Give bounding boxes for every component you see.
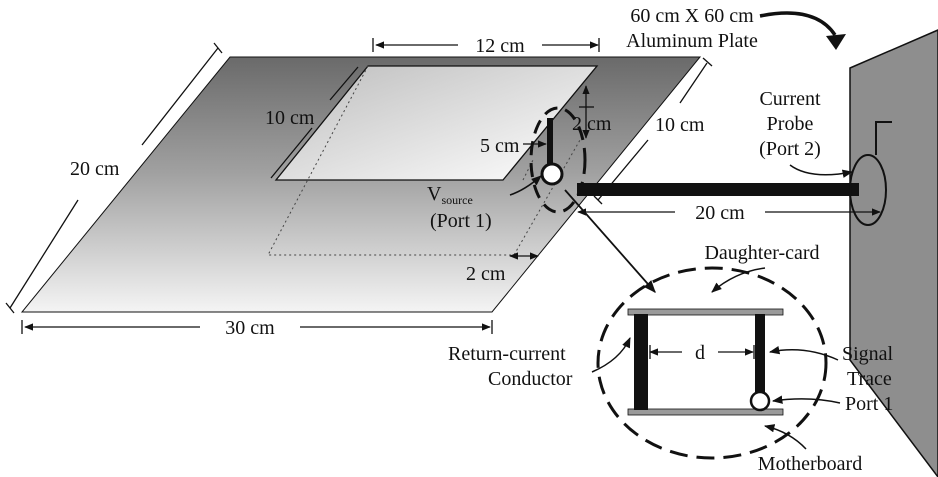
inset-dashed-border — [596, 266, 828, 460]
signal-trace-label-line1: Signal — [842, 343, 894, 365]
port1-label: Port 1 — [845, 393, 893, 415]
dimension-10cm-right-label: 10 cm — [655, 114, 705, 136]
dimension-10cm-right: 10 cm — [593, 57, 713, 205]
source-region-dashed — [529, 106, 587, 214]
dimension-12cm-label: 12 cm — [475, 35, 525, 57]
return-current-pointer — [591, 337, 631, 373]
svg-text:Vsource: Vsource — [427, 183, 473, 207]
dimension-20cm-cable: 20 cm — [577, 202, 881, 224]
inset-detail: d — [596, 266, 828, 460]
inset-separation-label: d — [695, 342, 705, 364]
probe-label-line2: Probe — [767, 113, 814, 135]
dimension-12cm: 12 cm — [372, 35, 600, 57]
source-vertical-trace — [547, 118, 553, 168]
plate-pointer-arrow — [759, 11, 837, 37]
inset-return-conductor — [634, 314, 648, 410]
port1-pointer — [771, 395, 841, 404]
probe-label-line3: (Port 2) — [759, 138, 821, 160]
vsource-port: (Port 1) — [430, 210, 492, 232]
source-port-circle — [540, 162, 564, 186]
probe-pointer-arrow — [789, 164, 854, 178]
probe-label-line1: Current — [759, 88, 821, 110]
dimension-30cm: 30 cm — [21, 317, 493, 339]
dimension-20cm-cable-label: 20 cm — [695, 202, 745, 224]
dimension-30cm-label: 30 cm — [225, 317, 275, 339]
inset-daughter-card-plane — [627, 308, 784, 316]
motherboard-pointer — [763, 424, 807, 450]
signal-trace-label-line2: Trace — [847, 368, 892, 390]
dimension-10cm-cutout: 10 cm — [265, 66, 359, 179]
cutout-projection-line — [267, 65, 581, 256]
dimension-2cm-gap: 2 cm — [466, 252, 539, 285]
dimension-10cm-cutout-label: 10 cm — [265, 107, 315, 129]
dimension-5cm-label: 5 cm — [480, 135, 520, 157]
vsource-symbol: V — [427, 183, 442, 205]
cutout-projection-line — [522, 159, 534, 181]
plate-pointer-arrowhead — [826, 34, 846, 50]
current-probe-ring — [849, 154, 887, 226]
dimension-20cm-depth-label: 20 cm — [70, 158, 120, 180]
return-current-label-line1: Return-current — [448, 343, 566, 365]
dimension-2cm-gap-label: 2 cm — [466, 263, 506, 285]
inset-link-arrow — [564, 189, 656, 293]
plate-material-label: Aluminum Plate — [626, 30, 758, 52]
current-probe-lead — [875, 121, 892, 155]
vsource-label: Vsource (Port 1) — [427, 183, 492, 232]
return-current-label-line2: Conductor — [488, 368, 573, 390]
dimension-2cm-source-label: 2 cm — [572, 113, 612, 135]
daughter-card-label: Daughter-card — [704, 242, 819, 264]
inset-signal-trace — [755, 314, 765, 398]
inset-port-circle — [749, 390, 771, 412]
cutout-window — [274, 65, 599, 181]
vsource-subscript: source — [441, 193, 472, 207]
motherboard-label: Motherboard — [758, 453, 862, 475]
plate-size-label: 60 cm X 60 cm — [630, 5, 754, 27]
dimension-20cm-depth: 20 cm — [5, 42, 223, 314]
inset-motherboard-plane — [627, 408, 784, 416]
daughter-card-pointer — [711, 267, 766, 293]
cable-conductor — [577, 183, 859, 196]
aluminum-plate — [849, 29, 938, 477]
signal-trace-pointer — [768, 346, 839, 361]
vsource-pointer-arrow — [509, 175, 542, 196]
